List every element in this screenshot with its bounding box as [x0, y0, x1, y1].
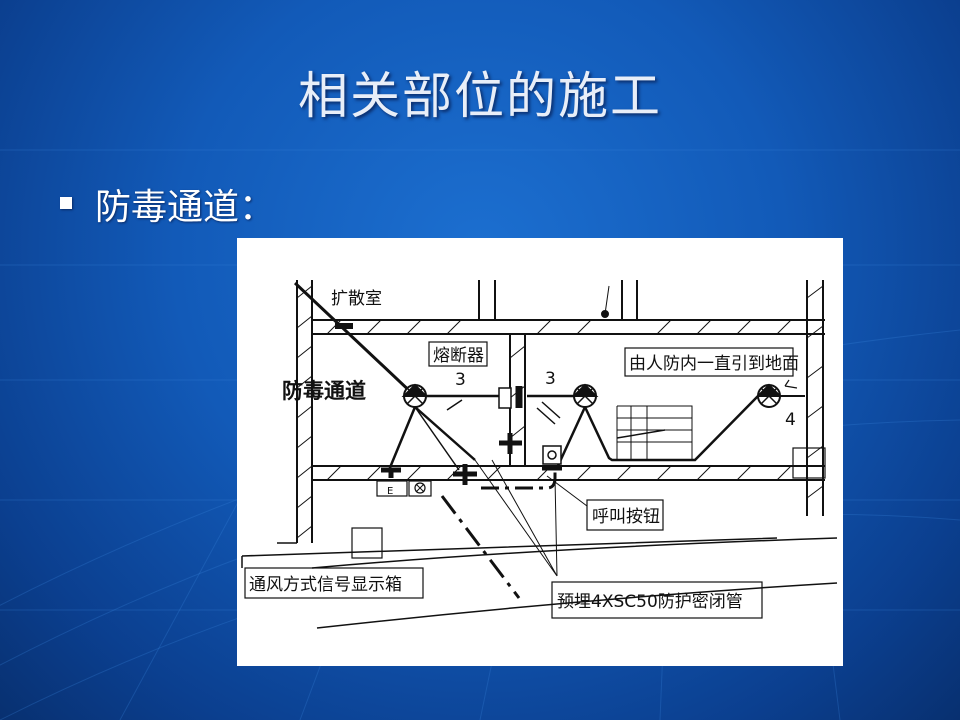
- lamp-3: [755, 383, 783, 408]
- fuse-label: 熔断器: [433, 346, 484, 366]
- mark-e-label: E: [387, 486, 393, 497]
- top-room-label: 扩散室: [331, 289, 382, 309]
- right-wall: [806, 280, 824, 516]
- left-wall: [296, 280, 313, 543]
- lamp-2: [571, 383, 599, 408]
- num-3a-label: 3: [455, 370, 466, 390]
- room-label: 防毒通道: [282, 379, 366, 403]
- conduit-note-label: 预埋4XSC50防护密闭管: [557, 592, 743, 612]
- drawing-svg: 扩散室 熔断器 由人防内一直引到地面 防毒通道 3 3 4 E 呼叫按钮 通风方…: [241, 280, 838, 629]
- construction-drawing: 扩散室 熔断器 由人防内一直引到地面 防毒通道 3 3 4 E 呼叫按钮 通风方…: [237, 238, 843, 666]
- call-button-label: 呼叫按钮: [592, 507, 660, 527]
- signal-box-label: 通风方式信号显示箱: [249, 575, 402, 595]
- num-4-label: 4: [785, 410, 796, 430]
- top-slab: [312, 319, 825, 335]
- top-door-jamb-right: [621, 280, 638, 320]
- top-door-jamb-left: [478, 280, 496, 320]
- floor-slab: [312, 465, 825, 481]
- entry-note-label: 由人防内一直引到地面: [629, 354, 799, 374]
- diagonal-conduit: [293, 281, 417, 398]
- bullet-text: 防毒通道：: [95, 187, 276, 228]
- slide-title: 相关部位的施工: [298, 67, 662, 125]
- call-button-box: [542, 445, 562, 465]
- lamp-1: [401, 383, 429, 408]
- num-3b-label: 3: [545, 369, 556, 389]
- square-bullet-icon: [60, 197, 72, 209]
